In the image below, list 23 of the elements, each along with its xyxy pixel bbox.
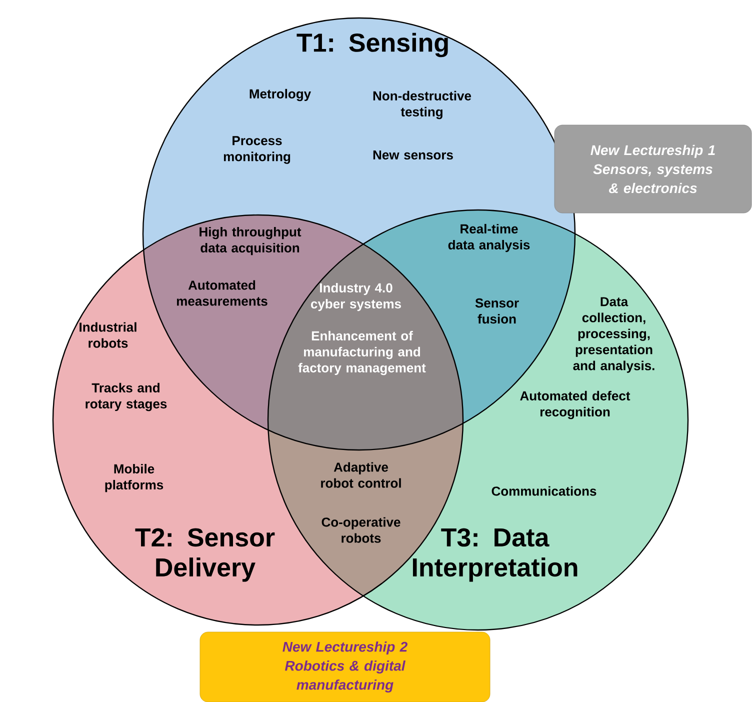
circle-heading: T3: Data Interpretation	[412, 528, 578, 582]
circle-heading: T1: Sensing	[296, 32, 448, 58]
region-label: High throughput data acquisition	[200, 226, 302, 256]
circle-heading: T2: Sensor Delivery	[135, 528, 275, 582]
region-label: Adaptive robot control	[321, 462, 401, 488]
region-label: Metrology	[250, 88, 311, 102]
lectureship-box: New Lectureship 2 Robotics & digital manufacturing	[200, 632, 490, 702]
region-label: New sensors	[373, 150, 453, 160]
region-label: Industrial robots	[80, 322, 136, 348]
region-label: Enhancement of manufacturing and factory management	[298, 330, 426, 376]
region-label: Real-time data analysis	[448, 224, 530, 252]
region-label: Co-operative robots	[322, 517, 400, 543]
region-label: Process monitoring	[224, 136, 290, 164]
region-label: Non-destructive testing	[373, 90, 472, 120]
region-label: Industry 4.0 cyber systems	[310, 282, 401, 312]
region-label: Mobile platforms	[105, 464, 164, 492]
region-label: Sensor fusion	[475, 298, 519, 324]
region-label: Automated defect recognition	[520, 390, 630, 420]
region-label: Tracks and rotary stages	[86, 382, 167, 412]
region-label: Communications	[492, 486, 596, 496]
region-label: Data collection, processing, presentation and analysis.	[573, 297, 654, 373]
lectureship-box: New Lectureship 1 Sensors, systems & electronics	[554, 124, 752, 214]
region-label: Automated measurements	[176, 280, 268, 306]
